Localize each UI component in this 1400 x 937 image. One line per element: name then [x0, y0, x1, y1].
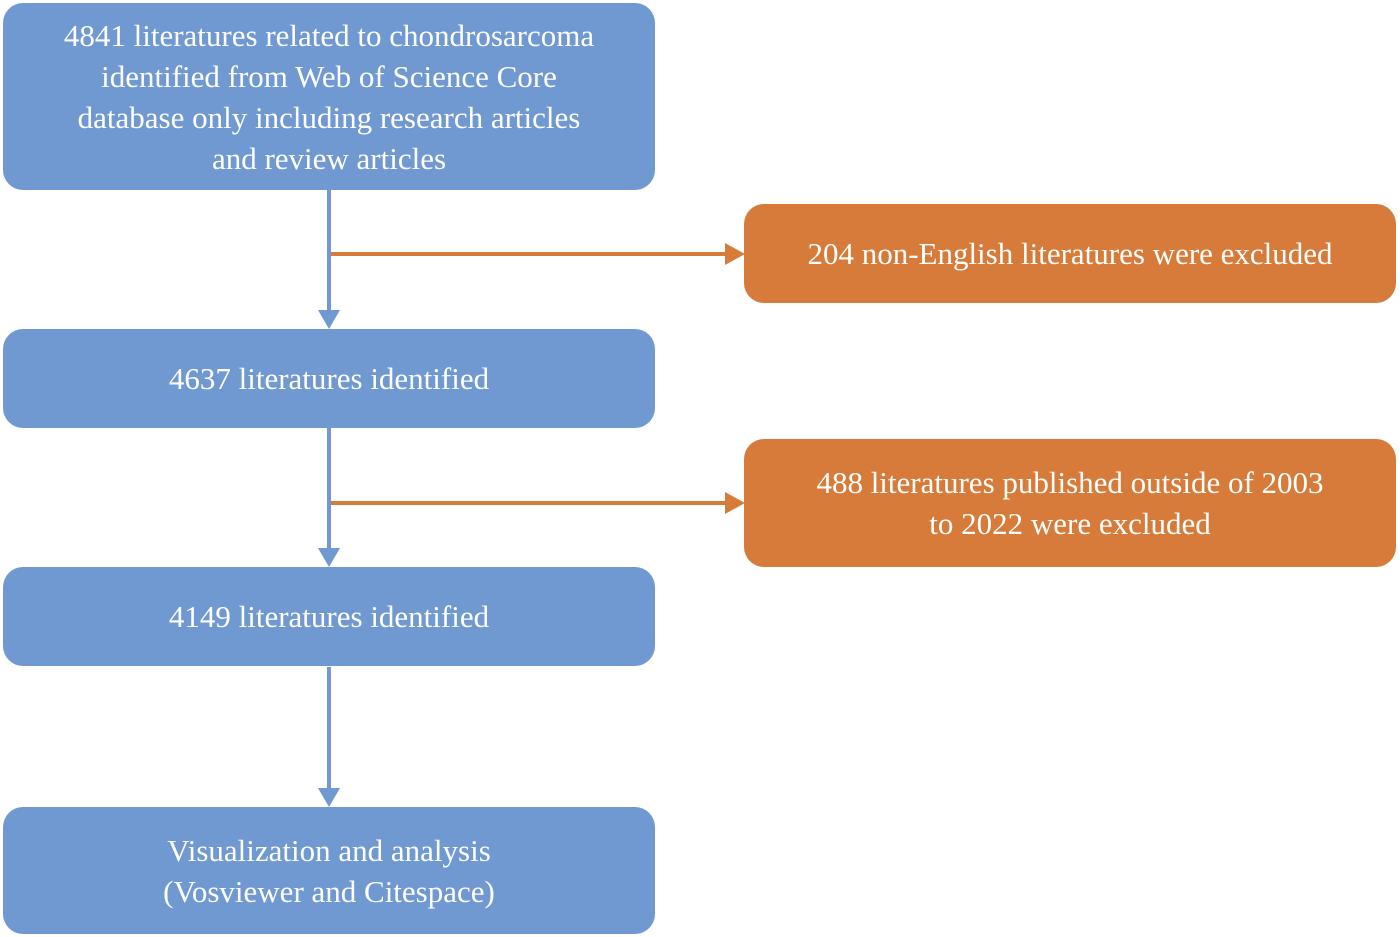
start-node-text: 4841 literatures related to chondrosarco…	[63, 17, 595, 176]
exclusion-node-2-text: 488 literatures published outside of 200…	[816, 465, 1324, 541]
arrowhead-exclusion-1	[725, 243, 745, 265]
exclusion-node-1-text: 204 non-English literatures were exclude…	[807, 236, 1333, 271]
step2-node-text: 4149 literatures identified	[168, 599, 490, 634]
arrowhead-step2	[318, 548, 340, 567]
step2-node: 4149 literatures identified	[3, 567, 655, 666]
arrowhead-final	[318, 788, 340, 807]
arrowhead-step1	[318, 310, 340, 329]
exclusion-node-2: 488 literatures published outside of 200…	[744, 439, 1396, 567]
final-node-text: Visualization and analysis (Vosviewer an…	[163, 832, 495, 909]
step1-node: 4637 literatures identified	[3, 329, 655, 428]
arrowhead-exclusion-2	[725, 492, 745, 514]
step1-node-text: 4637 literatures identified	[168, 361, 490, 396]
exclusion-node-1: 204 non-English literatures were exclude…	[744, 204, 1396, 303]
start-node: 4841 literatures related to chondrosarco…	[3, 3, 655, 190]
final-node: Visualization and analysis (Vosviewer an…	[3, 807, 655, 934]
